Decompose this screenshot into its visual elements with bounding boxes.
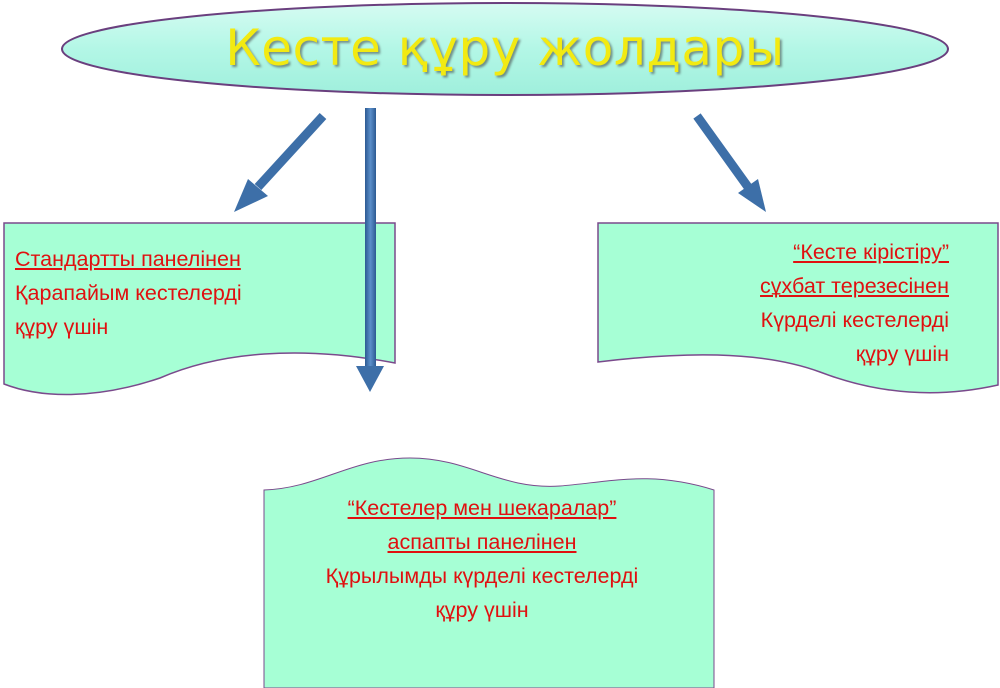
bottom-box xyxy=(263,457,715,688)
arrow-left xyxy=(234,112,327,212)
right-box-line-1: “Кесте кірістіру” xyxy=(793,240,949,264)
left-box-line-1: Стандартты панелінен xyxy=(15,247,241,271)
bottom-box-line-4: құру үшін xyxy=(435,598,529,622)
right-box-line-3: Күрделі кестелерді xyxy=(760,308,949,332)
left-document-box xyxy=(3,222,396,396)
title-ellipse xyxy=(61,2,949,96)
diagram-title: Кесте құру жолдары xyxy=(225,19,785,77)
arrow-down xyxy=(356,108,384,392)
bottom-box-line-3: Құрылымды күрделі кестелерді xyxy=(325,564,639,588)
right-box-text: “Кесте кірістіру” сұхбат терезесінен Күр… xyxy=(760,235,949,371)
left-box-line-2: Қарапайым кестелерді xyxy=(15,281,242,305)
left-box-text: Стандартты панелінен Қарапайым кестелерд… xyxy=(15,242,242,344)
bottom-box-line-2: аспапты панелінен xyxy=(387,530,577,554)
right-box-line-4: құру үшін xyxy=(855,342,949,366)
right-box-line-2: сұхбат терезесінен xyxy=(760,274,949,298)
left-box-line-3: құру үшін xyxy=(15,315,109,339)
arrow-right xyxy=(693,113,766,212)
right-document-box xyxy=(597,222,999,394)
bottom-box-line-1: “Кестелер мен шекаралар” xyxy=(347,496,617,520)
bottom-box-text: “Кестелер мен шекаралар” аспапты панелін… xyxy=(262,491,702,627)
